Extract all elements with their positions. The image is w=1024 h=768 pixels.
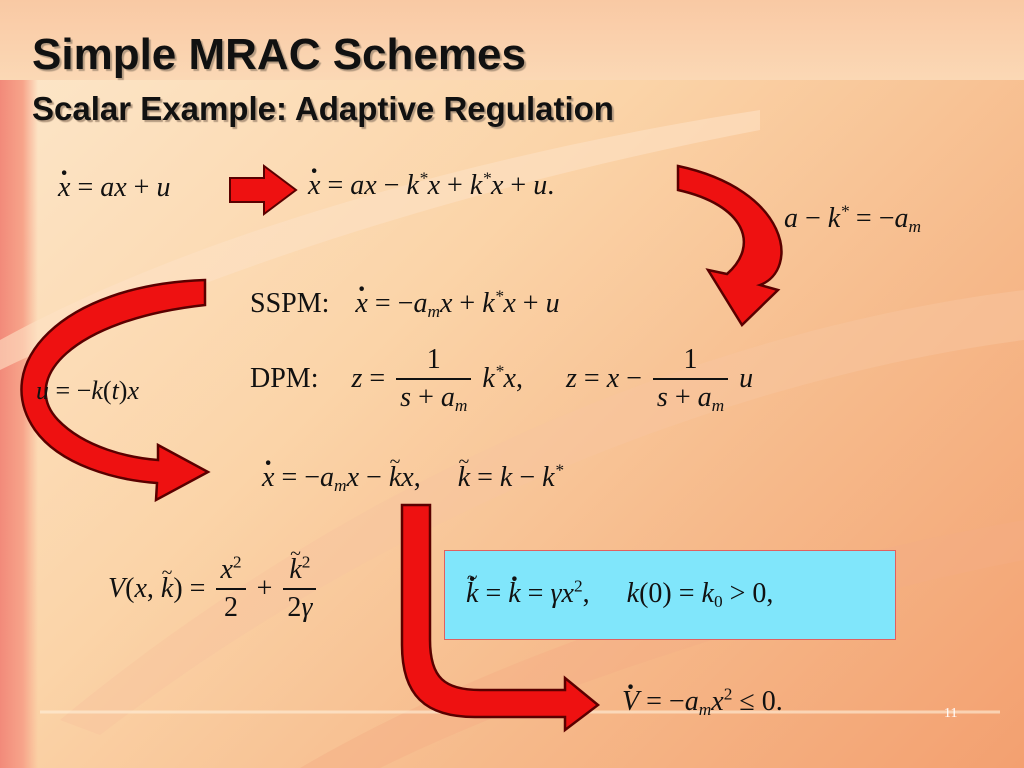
dpm-label: DPM:	[250, 363, 319, 394]
sspm-label: SSPM:	[250, 288, 330, 319]
control-law: u = −k(t)x	[36, 376, 140, 405]
slide-number: 11	[944, 706, 958, 721]
matching-condition: a − k* = −am	[784, 201, 922, 237]
adaptive-law: k = k = γx2, k(0) = k0 > 0,	[466, 566, 773, 610]
sspm-equation: SSPM:x = −amx + k*x + u	[250, 276, 560, 320]
slide-subtitle: Scalar Example: Adaptive Regulation	[32, 90, 614, 127]
plant-rewritten-equation: x = ax − k*x + k*x + u.	[308, 158, 554, 200]
plant-equation: x = ax + u	[58, 160, 170, 202]
background-title-band	[0, 0, 1024, 80]
bent-arrow-icon	[400, 503, 601, 733]
slide-title: Simple MRAC Schemes	[32, 30, 526, 79]
arrow-right-icon	[229, 164, 298, 216]
closed-loop-equation: x = −amx − kx, k = k − k*	[262, 450, 563, 494]
lyapunov-derivative: V = −amx2 ≤ 0.	[622, 674, 783, 718]
curved-arrow-icon	[676, 164, 783, 327]
curved-arrow-icon	[20, 278, 211, 503]
